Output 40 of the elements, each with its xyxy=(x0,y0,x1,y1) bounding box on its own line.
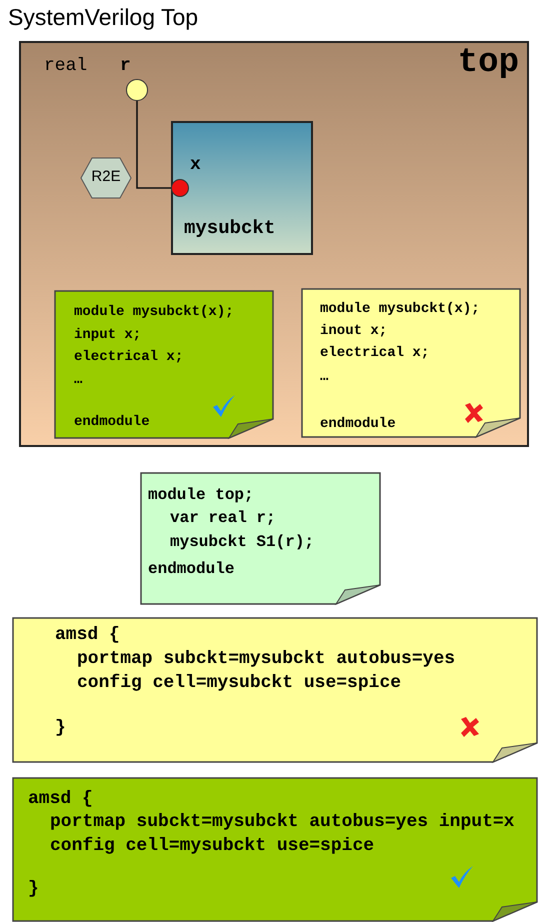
code-note xyxy=(301,288,521,438)
code-line: amsd { xyxy=(28,790,93,810)
code-line: module top; xyxy=(148,487,254,505)
code-line: inout x; xyxy=(320,324,388,340)
code-line: amsd { xyxy=(55,626,120,646)
connector-line xyxy=(136,101,171,189)
code-line: … xyxy=(74,373,82,388)
code-line: input x; xyxy=(74,328,142,344)
code-line: endmodule xyxy=(320,417,396,432)
code-line: portmap subckt=mysubckt autobus=yes input=x xyxy=(50,813,514,833)
code-note xyxy=(140,472,381,605)
subcircuit-block xyxy=(171,121,313,255)
code-line: } xyxy=(28,880,39,900)
block-label: mysubckt xyxy=(184,218,276,239)
port-label: r xyxy=(120,57,131,77)
diagram-title: SystemVerilog Top xyxy=(8,4,198,31)
code-line: … xyxy=(320,370,328,386)
code-note xyxy=(12,617,538,763)
port-label: x xyxy=(190,156,201,176)
port-circle xyxy=(126,79,148,101)
code-line: module mysubckt(x); xyxy=(320,302,480,318)
code-line: } xyxy=(55,719,66,739)
converter-label: R2E xyxy=(90,168,122,185)
code-line: electrical x; xyxy=(74,350,184,366)
converter-hexagon xyxy=(80,157,132,199)
port-circle xyxy=(171,179,189,197)
code-line: config cell=mysubckt use=spice xyxy=(77,674,402,694)
code-line: var real r; xyxy=(170,510,276,528)
code-note xyxy=(12,777,538,922)
code-note xyxy=(54,290,274,439)
type-label: real xyxy=(44,57,88,77)
code-line: config cell=mysubckt use=spice xyxy=(50,837,374,857)
code-line: electrical x; xyxy=(320,346,430,362)
code-line: endmodule xyxy=(74,415,150,430)
code-line: module mysubckt(x); xyxy=(74,305,234,320)
module-panel xyxy=(19,41,529,447)
code-line: mysubckt S1(r); xyxy=(170,534,314,552)
panel-title: top xyxy=(458,45,519,82)
code-line: endmodule xyxy=(148,561,234,579)
code-line: portmap subckt=mysubckt autobus=yes xyxy=(77,650,456,670)
